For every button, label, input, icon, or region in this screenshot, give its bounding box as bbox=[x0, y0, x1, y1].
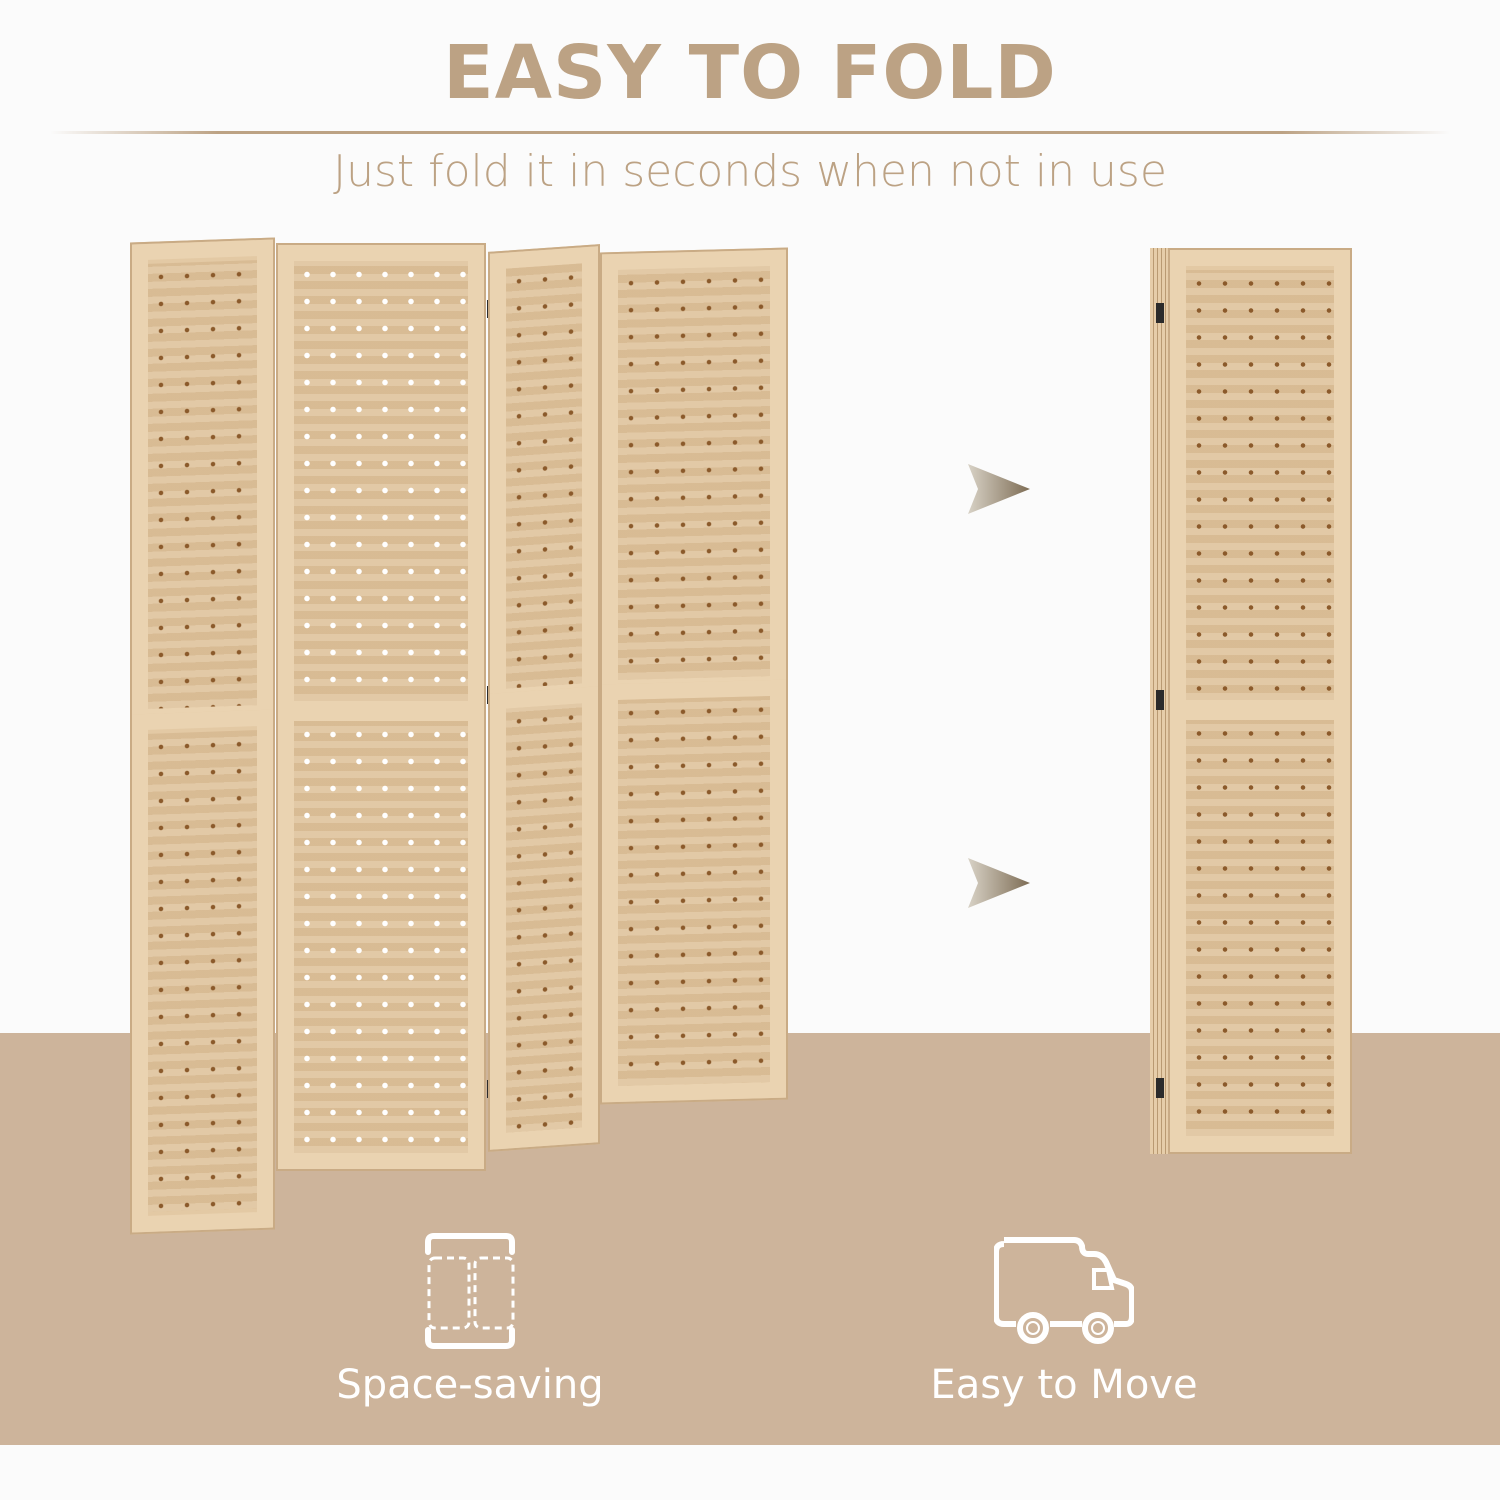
bottom-strip bbox=[0, 1445, 1500, 1500]
divider-panel-4 bbox=[600, 247, 788, 1105]
arrow-right-icon bbox=[968, 858, 1030, 908]
page-subtitle: Just fold it in seconds when not in use bbox=[333, 146, 1167, 197]
folded-panel bbox=[1168, 248, 1352, 1154]
feature-space-saving: Space-saving bbox=[270, 1232, 670, 1408]
folded-panels-icon bbox=[425, 1233, 515, 1349]
hinge bbox=[1156, 1078, 1164, 1098]
page-title: EASY TO FOLD bbox=[443, 30, 1057, 116]
feature-label: Space-saving bbox=[336, 1362, 604, 1408]
hinge bbox=[1156, 303, 1164, 323]
hinge bbox=[1156, 690, 1164, 710]
divider-panel-2 bbox=[276, 243, 486, 1171]
arrow-right-icon bbox=[968, 464, 1030, 514]
divider-panel-1 bbox=[130, 237, 275, 1235]
divider-panel-3 bbox=[488, 244, 600, 1152]
divider bbox=[50, 131, 1450, 134]
feature-label: Easy to Move bbox=[930, 1362, 1198, 1408]
feature-easy-to-move: Easy to Move bbox=[864, 1232, 1264, 1408]
delivery-truck-icon bbox=[994, 1237, 1134, 1344]
